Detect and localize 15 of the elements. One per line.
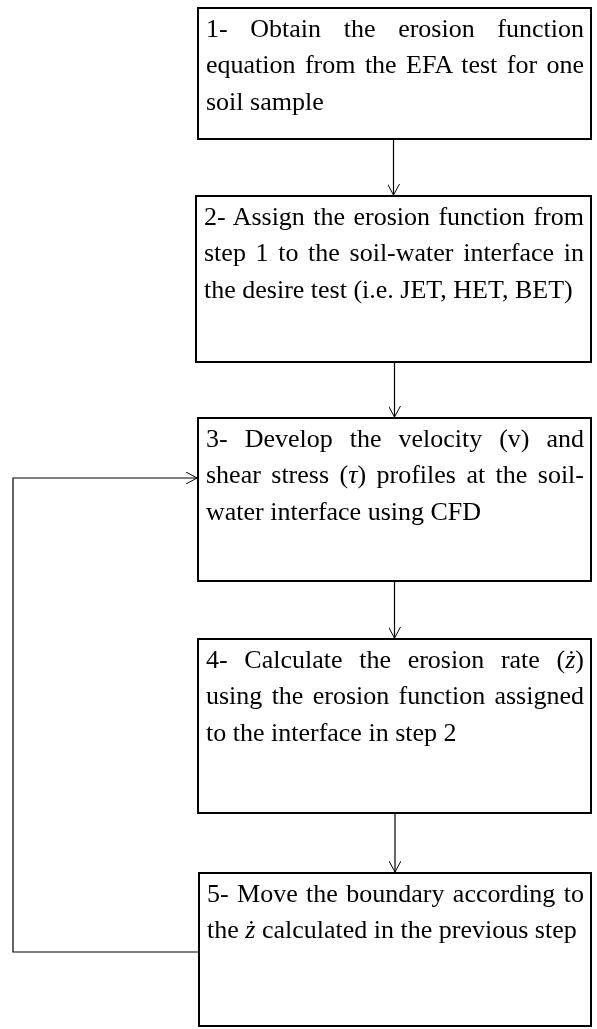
process-box [197, 7, 592, 140]
arrow [388, 581, 401, 639]
process-box [197, 638, 592, 814]
process-box [195, 195, 592, 363]
arrow [387, 139, 400, 196]
arrow [388, 362, 401, 418]
step-text: 3- Develop the velocity (v) and shear stress (τ) profiles at the soil-water interface using CFD [206, 423, 584, 528]
process-box [197, 417, 592, 582]
step-text: 5- Move the boundary according to the ż calculated in the previous step [207, 878, 584, 947]
arrow [388, 813, 402, 873]
process-box [198, 872, 592, 1027]
step-text: 1- Obtain the erosion function equation from the EFA test for one soil sample [206, 13, 584, 118]
arrow [12, 471, 199, 953]
step-text: 2- Assign the erosion function from step 1 to the soil-water interface in the desire test (i.e. JET, HET, BET) [204, 201, 584, 306]
step-text: 4- Calculate the erosion rate (ż) using the erosion function assigned to the interface in step 2 [206, 644, 584, 749]
